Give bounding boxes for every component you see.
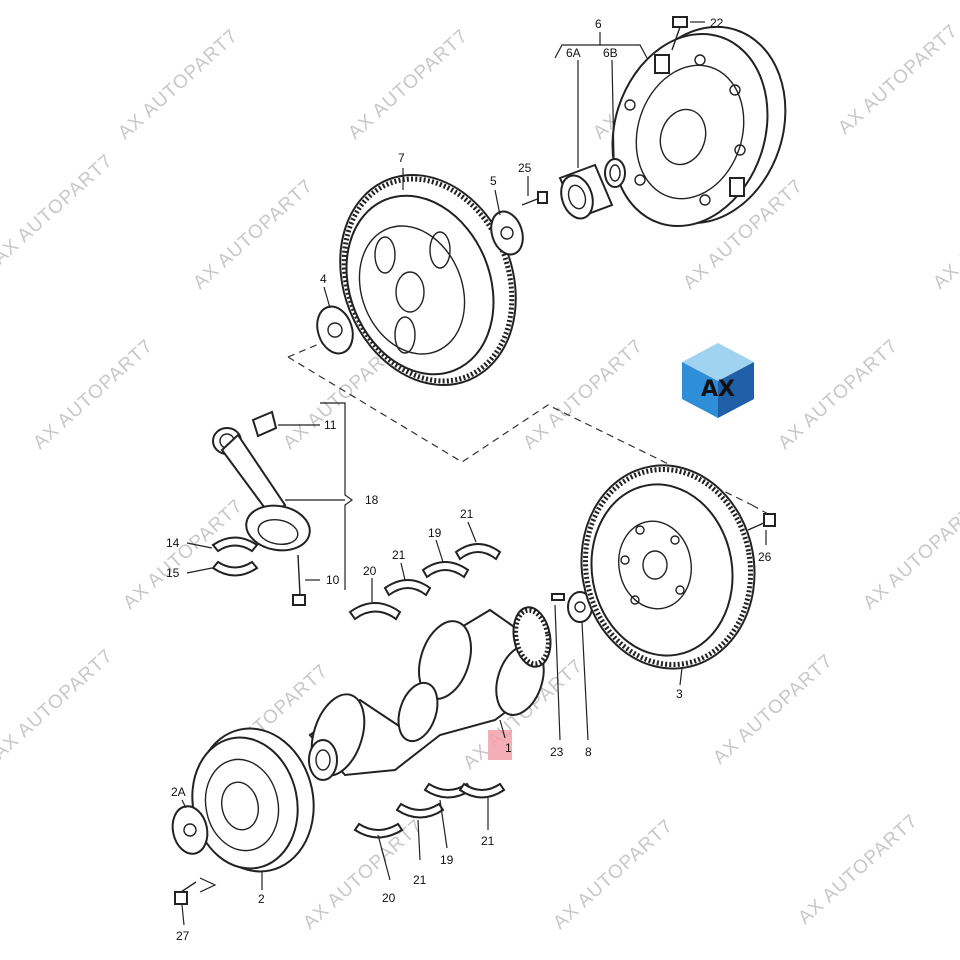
label-10: 10 (326, 573, 340, 587)
watermark: AX AUTOPART7 (549, 815, 677, 933)
flywheel-3 (580, 464, 756, 670)
label-2: 2 (258, 892, 265, 906)
label-25: 25 (518, 161, 532, 175)
assembly-dashed-lines (287, 329, 769, 515)
watermark: AX AUTOPART7 (794, 810, 922, 928)
label-8: 8 (585, 745, 592, 759)
watermark: AX AUTOPART7 (859, 495, 960, 613)
bolt-27 (174, 881, 197, 905)
drive-plate-7 (339, 174, 517, 386)
bushing-6b (604, 158, 626, 188)
label-20-lower: 20 (382, 891, 396, 905)
label-5: 5 (490, 174, 497, 188)
crankshaft-1 (308, 608, 545, 781)
watermark: AX AUTOPART7 (929, 175, 960, 293)
label-18: 18 (365, 493, 379, 507)
bearing-shell-14 (211, 536, 259, 553)
label-3: 3 (676, 687, 683, 701)
watermark: AX AUTOPART7 (519, 335, 647, 453)
pilot-bearing-6a (558, 163, 614, 220)
watermark: AX AUTOPART7 (29, 335, 157, 453)
shim-plate-2a (171, 805, 209, 855)
label-7: 7 (398, 151, 405, 165)
label-15: 15 (166, 566, 180, 580)
bearing-shells-lower (353, 782, 506, 839)
label-2a: 2A (171, 785, 186, 799)
watermark: AX AUTOPART7 (0, 645, 117, 763)
label-21-upper-right: 21 (460, 507, 474, 521)
watermark: AX AUTOPART7 (774, 335, 902, 453)
pin-23 (551, 593, 565, 601)
label-19-upper: 19 (428, 526, 442, 540)
label-6: 6 (595, 17, 602, 31)
label-27: 27 (176, 929, 190, 943)
label-20-upper: 20 (363, 564, 377, 578)
watermark: AX AUTOPART7 (0, 150, 117, 268)
bearing-shells-upper (348, 543, 502, 621)
brand-logo: AX (682, 343, 754, 418)
bearing-shell-15 (211, 560, 259, 577)
watermark: AX AUTOPART7 (709, 650, 837, 768)
shim-plate-5 (490, 210, 524, 256)
label-6b: 6B (603, 46, 618, 60)
label-23: 23 (550, 745, 564, 759)
dual-mass-flywheel (611, 25, 787, 228)
flywheel-bolt-26 (747, 513, 776, 531)
label-11: 11 (324, 418, 337, 432)
label-4: 4 (320, 272, 327, 286)
crank-sprocket (512, 606, 552, 668)
connecting-rod (212, 427, 311, 552)
leader-lines (181, 21, 767, 926)
shim-plate-4 (316, 305, 354, 355)
bushing-8 (567, 591, 593, 623)
bolt-25 (521, 191, 548, 206)
label-14: 14 (166, 536, 180, 550)
vibration-damper-2 (191, 727, 315, 873)
label-1: 1 (505, 741, 512, 755)
logo-text: AX (701, 377, 735, 402)
label-21-lower-left: 21 (413, 873, 427, 887)
label-19-lower: 19 (440, 853, 454, 867)
label-22: 22 (710, 16, 724, 30)
bolt-22 (671, 16, 688, 51)
con-rod-bolt-10 (292, 554, 306, 606)
watermark: AX AUTOPART7 (834, 20, 960, 138)
con-rod-bushing-11 (251, 410, 278, 438)
label-6a: 6A (566, 46, 581, 60)
label-26: 26 (758, 550, 772, 564)
label-21-upper-left: 21 (392, 548, 406, 562)
part-labels: 6 6A 6B 22 7 25 5 4 11 18 14 15 10 20 21… (166, 16, 772, 943)
watermark: AX AUTOPART7 (344, 25, 472, 143)
watermark: AX AUTOPART7 (119, 495, 247, 613)
highlight-marker (488, 730, 512, 760)
label-21-lower-right: 21 (481, 834, 495, 848)
watermark: AX AUTOPART7 (114, 25, 242, 143)
watermark: AX AUTOPART7 (189, 175, 317, 293)
